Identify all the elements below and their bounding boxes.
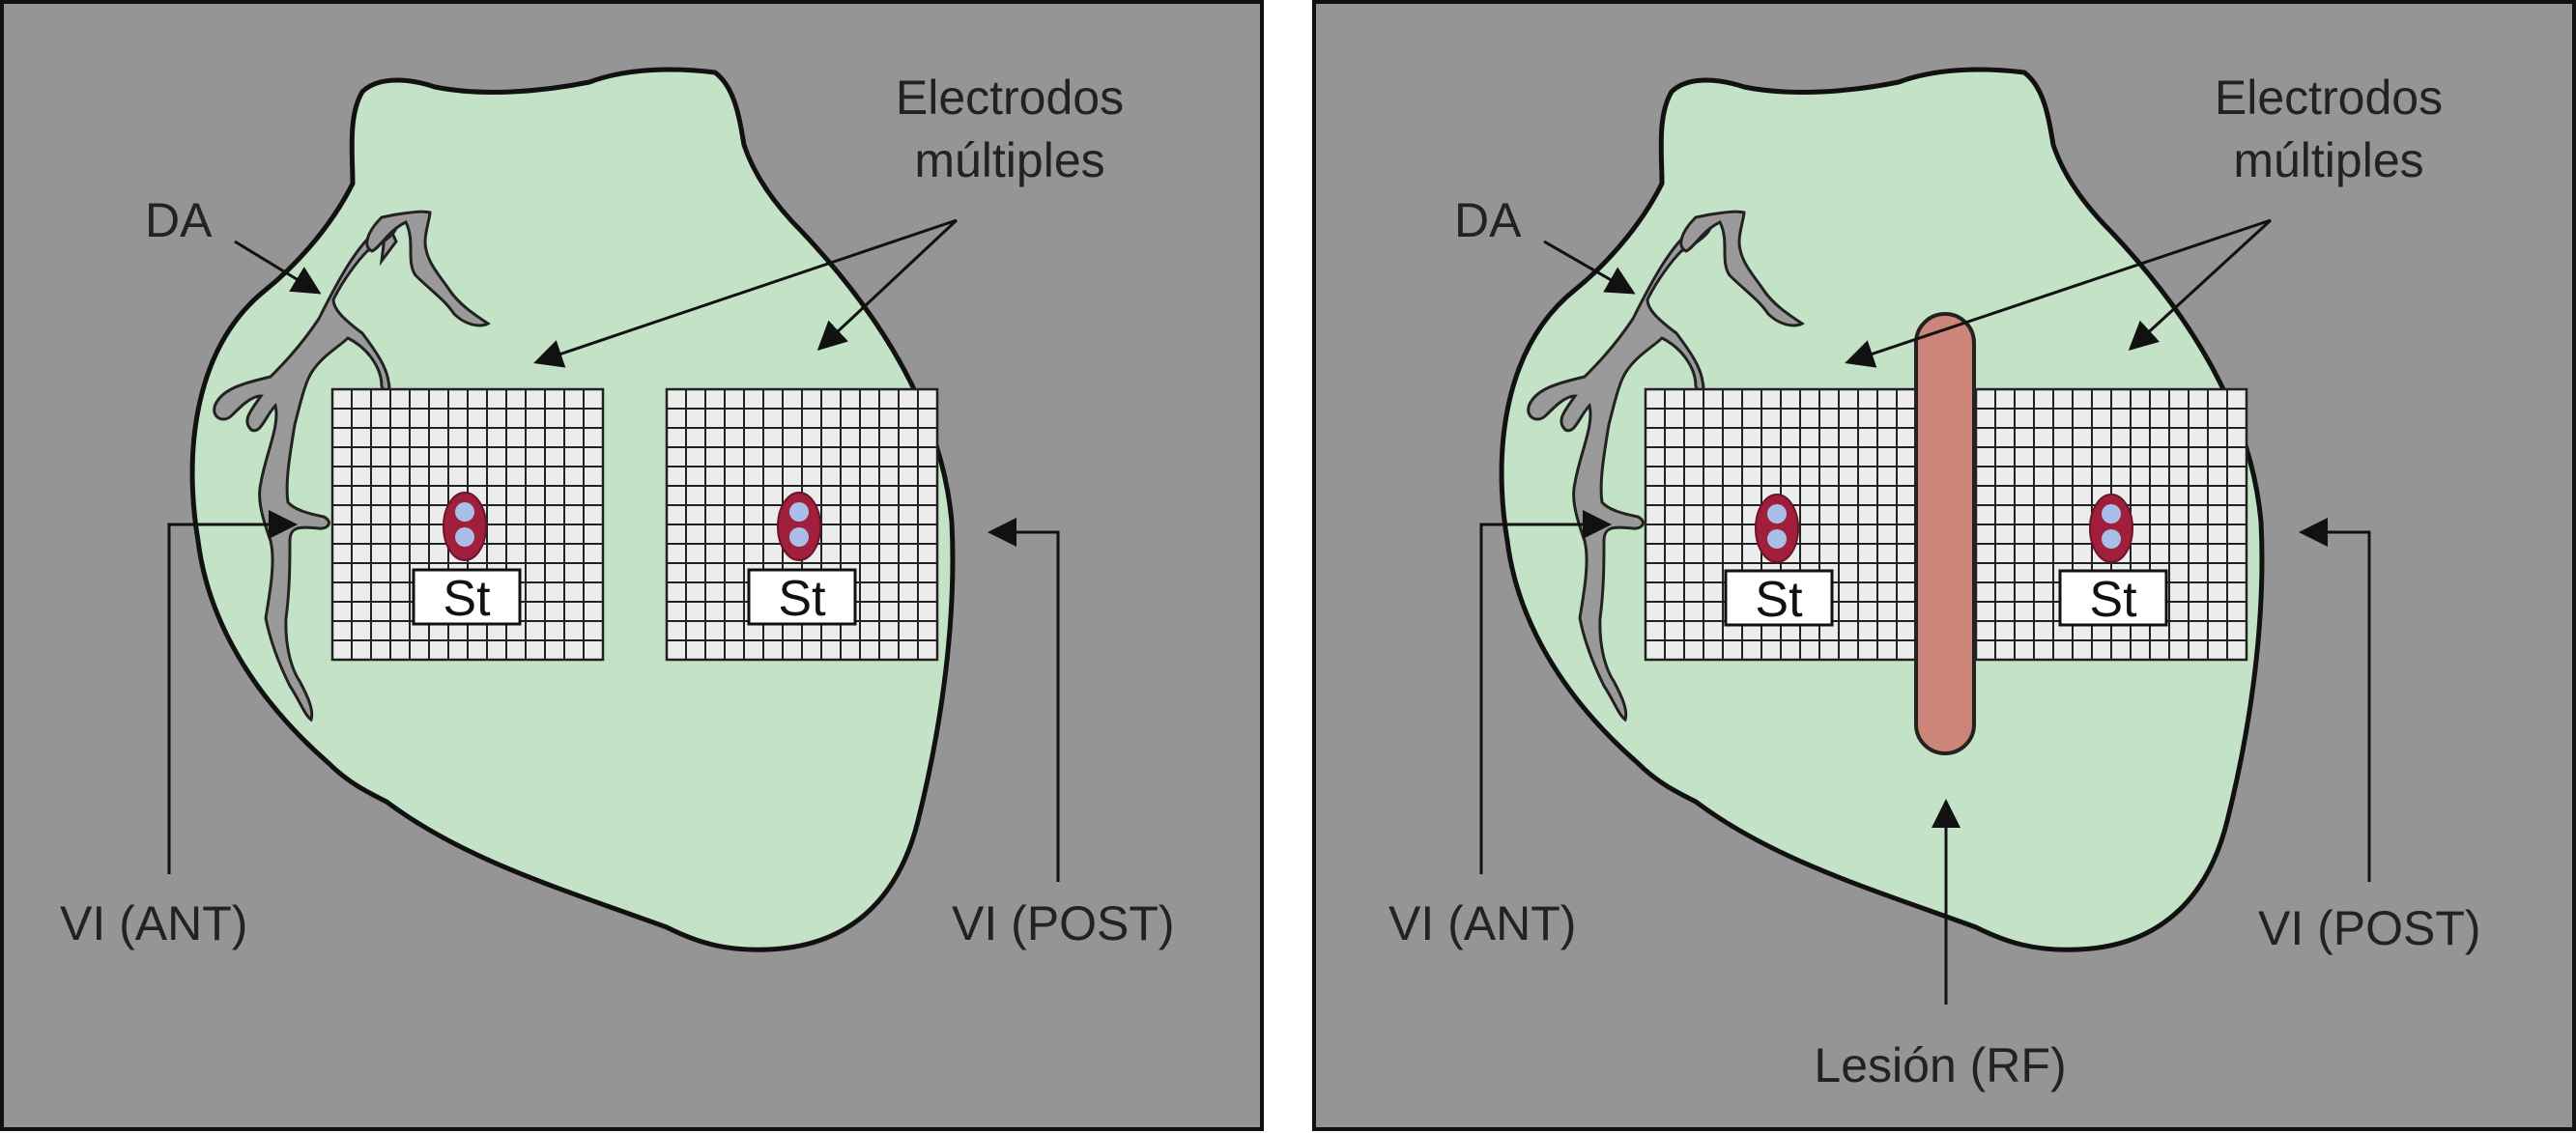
stimulating-electrode <box>1755 494 1799 563</box>
electrodes-pointer <box>1845 218 2272 368</box>
lad-label: DA <box>145 193 213 247</box>
stimulus-label-box <box>747 568 857 626</box>
stimulus-label: St <box>778 571 826 627</box>
stimulating-electrode <box>777 492 821 561</box>
electrodes-label: Electrodos <box>2215 71 2443 125</box>
stimulating-electrode <box>2089 494 2133 563</box>
electrodes-label: múltiples <box>914 133 1104 187</box>
stimulating-electrode <box>443 492 487 561</box>
lad-pointer <box>1543 240 1636 295</box>
electrodes-label: Electrodos <box>896 71 1124 125</box>
stimulus-label-box <box>1724 569 1834 627</box>
lv-ant-pointer <box>1479 510 1612 874</box>
lad-branch <box>365 210 491 327</box>
electrodes-label: múltiples <box>2233 133 2423 187</box>
electrodes-pointer <box>533 218 958 368</box>
electrodes-pointer <box>816 218 959 352</box>
stimulus-label: St <box>2089 572 2137 628</box>
lad-label: DA <box>1454 193 1522 247</box>
panel-left: St St Electrodos múltiples DA VI (ANT) V… <box>0 0 1264 1131</box>
panel-right: St St Electrodos múltiples DA VI (ANT) V… <box>1312 0 2576 1131</box>
stimulus-label: St <box>1755 572 1803 628</box>
lesion-label: Lesión (RF) <box>1814 1038 2066 1092</box>
stimulus-label: St <box>443 571 491 627</box>
lad-branch <box>1679 210 1805 327</box>
stimulus-label-box <box>412 568 522 626</box>
lad-pointer <box>234 240 322 295</box>
rf-lesion <box>1914 312 1976 755</box>
lv-post-pointer <box>987 518 1060 882</box>
lv-post-label: VI (POST) <box>952 896 1175 950</box>
lv-post-pointer <box>2299 518 2371 882</box>
lv-ant-label: VI (ANT) <box>1388 896 1576 950</box>
lv-ant-label: VI (ANT) <box>60 896 247 950</box>
electrodes-pointer <box>2128 218 2273 352</box>
lv-post-label: VI (POST) <box>2258 901 2481 955</box>
stimulus-label-box <box>2058 569 2168 627</box>
lv-ant-pointer <box>167 510 298 874</box>
